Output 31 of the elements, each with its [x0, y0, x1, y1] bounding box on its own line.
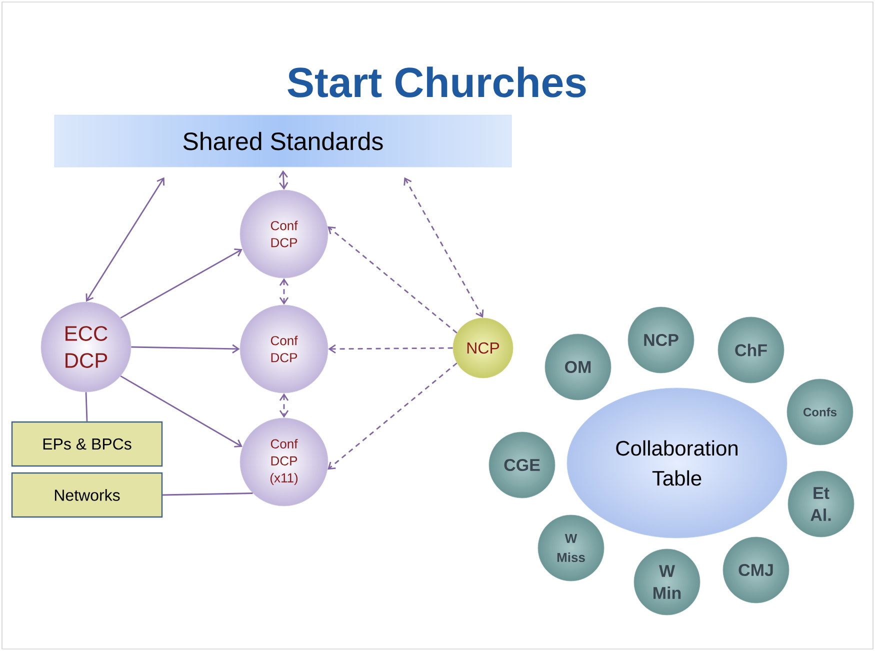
sphere-node: Conf DCP [240, 190, 328, 278]
member-sphere: CMJ [722, 536, 790, 604]
arrow [120, 375, 242, 448]
label-box: EPs & BPCs [11, 421, 163, 467]
arrow [328, 344, 453, 354]
connector-line [85, 392, 88, 422]
sphere-node: NCP [452, 318, 514, 378]
member-sphere: ChF [718, 316, 784, 384]
member-sphere: W Miss [538, 514, 604, 582]
member-sphere: Confs [786, 378, 854, 446]
arrow [328, 226, 458, 334]
member-sphere: NCP [628, 306, 694, 374]
member-sphere: OM [544, 334, 612, 400]
sphere-node: Conf DCP [240, 304, 328, 394]
sphere-node: ECC DCP [40, 302, 132, 392]
member-sphere: W Min [634, 548, 700, 616]
arrow [278, 170, 288, 190]
member-sphere: Et Al. [788, 470, 854, 538]
arrow [328, 362, 458, 470]
label-box: Networks [11, 472, 163, 518]
banner-box: Shared Standards [54, 114, 512, 168]
arrow [131, 344, 240, 354]
member-sphere: CGE [488, 432, 556, 498]
arrow [120, 248, 242, 319]
arrow [279, 393, 289, 418]
arrow [279, 278, 289, 305]
title: Start Churches [288, 66, 586, 98]
arrow [404, 177, 484, 318]
arrow [86, 177, 165, 302]
connector-line [162, 492, 253, 496]
sphere-node: Conf DCP (x11) [240, 418, 328, 506]
